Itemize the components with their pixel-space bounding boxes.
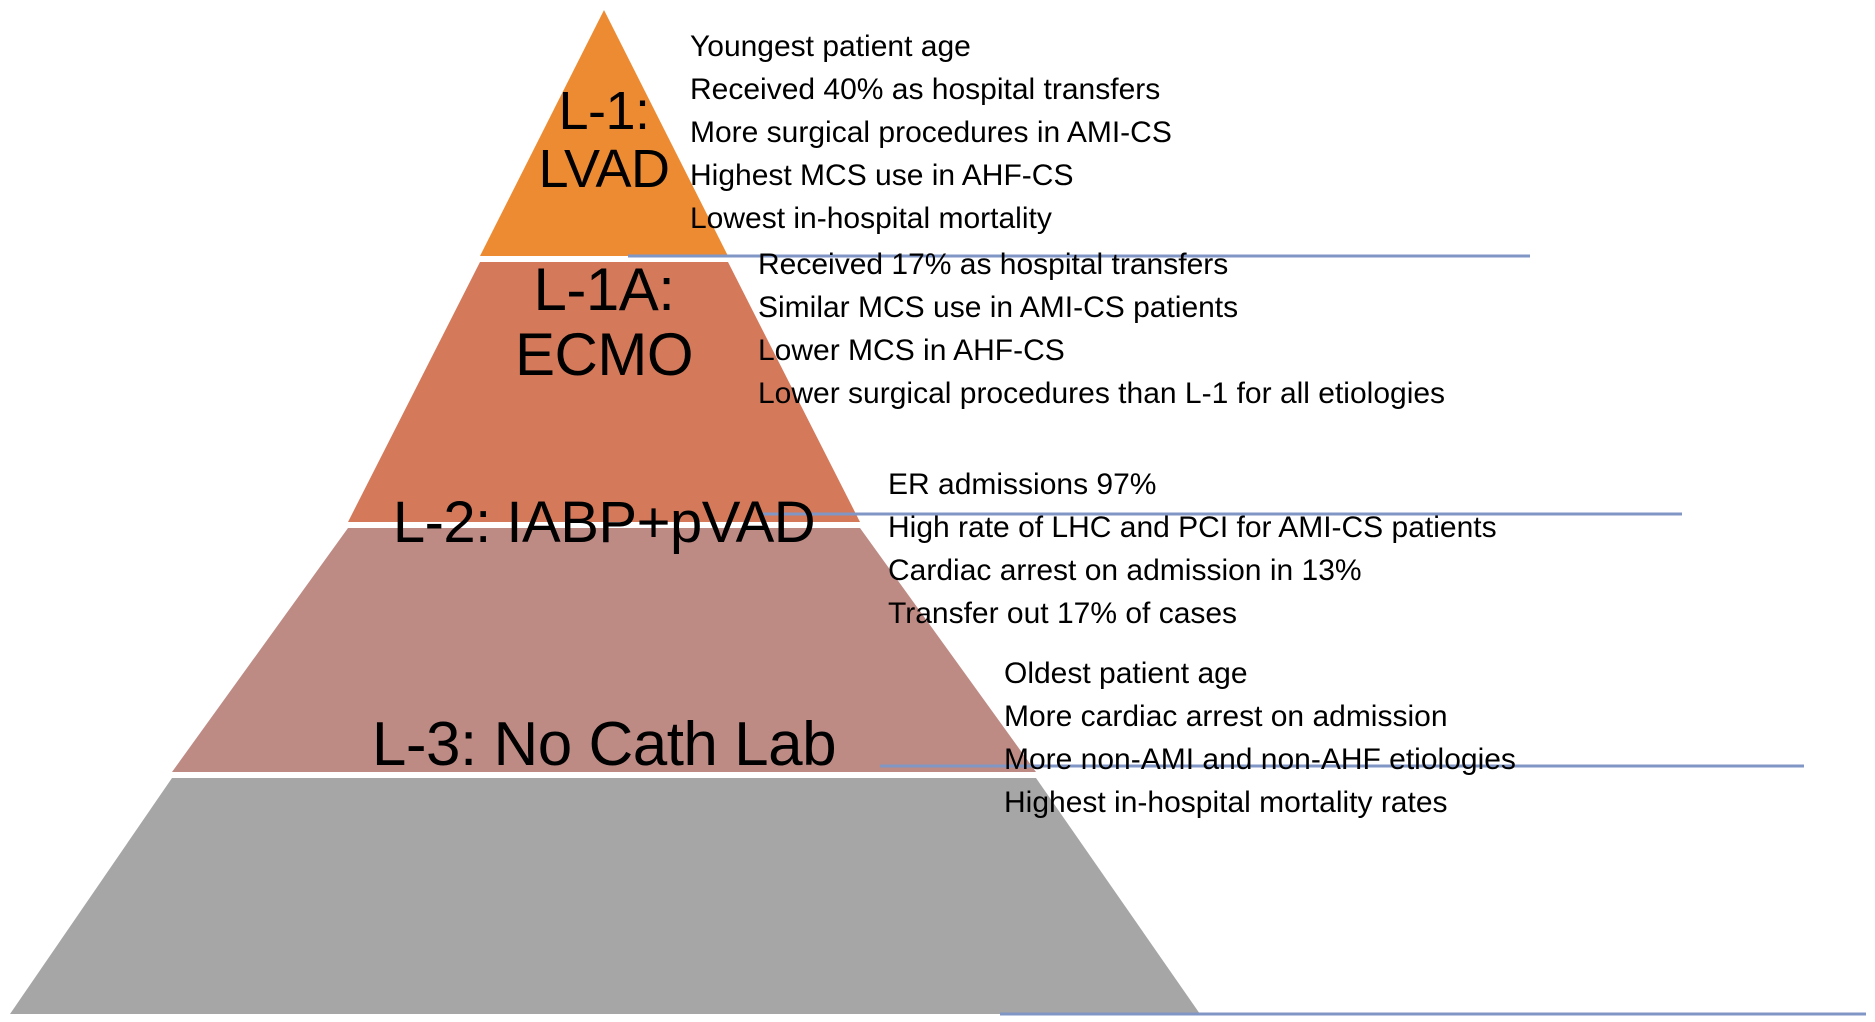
pyramid-tier-4-notes: Oldest patient age More cardiac arrest o… [1004, 652, 1516, 824]
note-line: Lower MCS in AHF-CS [758, 334, 1065, 367]
pyramid-tier-2-notes: Received 17% as hospital transfers Simil… [758, 243, 1445, 415]
note-line: Cardiac arrest on admission in 13% [888, 554, 1362, 587]
note-line: Oldest patient age [1004, 657, 1248, 690]
pyramid-tier-2-shape [348, 262, 860, 522]
note-line: More non-AMI and non-AHF etiologies [1004, 743, 1516, 776]
note-line: Received 40% as hospital transfers [690, 73, 1161, 106]
note-line: High rate of LHC and PCI for AMI-CS pati… [888, 511, 1497, 544]
note-line: Transfer out 17% of cases [888, 597, 1238, 630]
note-line: More surgical procedures in AMI-CS [690, 116, 1172, 149]
note-line: Youngest patient age [690, 30, 971, 63]
note-line: Similar MCS use in AMI-CS patients [758, 291, 1239, 324]
pyramid-tier-1-notes: Youngest patient age Received 40% as hos… [690, 25, 1172, 240]
note-line: ER admissions 97% [888, 468, 1157, 501]
note-line: Highest MCS use in AHF-CS [690, 159, 1074, 192]
pyramid-tier-4-shape [10, 778, 1200, 1014]
note-line: Lowest in-hospital mortality [690, 202, 1052, 235]
note-line: Highest in-hospital mortality rates [1004, 786, 1448, 819]
pyramid-tier-3-shape [172, 528, 1036, 772]
pyramid-tier-1-shape [480, 10, 728, 256]
note-line: More cardiac arrest on admission [1004, 700, 1448, 733]
pyramid-tier-3-notes: ER admissions 97% High rate of LHC and P… [888, 463, 1497, 635]
note-line: Received 17% as hospital transfers [758, 248, 1229, 281]
note-line: Lower surgical procedures than L-1 for a… [758, 377, 1446, 410]
